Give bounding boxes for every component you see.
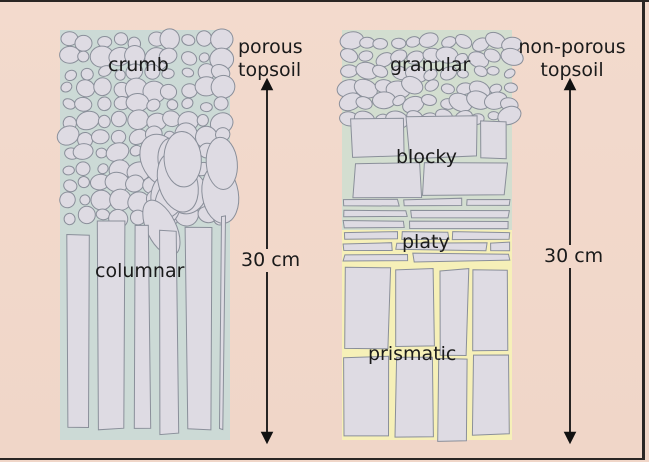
platy-grain (343, 255, 408, 262)
right-soil-type-bottom: topsoil (516, 59, 628, 82)
granular-grain (372, 92, 396, 110)
left-soil-column (54, 28, 243, 440)
platy-grain (343, 199, 399, 206)
platy-grain (344, 210, 408, 216)
crumb-grain (96, 148, 107, 158)
column-grain (134, 225, 150, 428)
crumb-grain (214, 97, 228, 110)
crumb-grain (114, 33, 127, 45)
left-soil-type-bottom: topsoil (238, 59, 300, 82)
prism-grain (344, 356, 389, 436)
granular-grain (391, 38, 406, 49)
prism-grain (345, 267, 391, 349)
column-grain (185, 227, 212, 430)
right-soil-type-top: non-porous (516, 36, 628, 59)
granular-grain (487, 66, 499, 75)
blocky-grain (481, 121, 507, 159)
platy-grain (491, 242, 510, 251)
left-depth-label: 30 cm (239, 249, 302, 272)
platy-grain (404, 198, 462, 206)
prism-grain (473, 270, 508, 351)
layer-label-granular: granular (390, 56, 470, 75)
crumb-grain (98, 37, 112, 48)
column-grain (97, 221, 125, 430)
layer-label-columnar: columnar (95, 262, 184, 281)
platy-grain (343, 243, 392, 251)
platy-grain (452, 232, 509, 240)
crumb-grain (200, 102, 212, 111)
crumb-grain (78, 206, 96, 224)
layer-label-prismatic: prismatic (368, 345, 456, 364)
column-grain (67, 235, 90, 428)
right-depth-label: 30 cm (542, 245, 605, 268)
granular-grain (504, 83, 517, 93)
granular-grain (360, 37, 375, 48)
prism-grain (396, 269, 435, 347)
layer-label-crumb: crumb (108, 56, 169, 75)
prism-grain (472, 355, 509, 435)
crumb-grain (91, 130, 109, 144)
platy-grain (467, 200, 510, 206)
platy-grain (410, 221, 509, 229)
crumb-grain (126, 93, 149, 111)
platy-grain (344, 232, 397, 240)
platy-grain (343, 221, 404, 228)
platy-grain (413, 253, 510, 262)
prism-grain (395, 357, 433, 437)
crumb-grain (159, 28, 179, 49)
layer-label-platy: platy (402, 233, 450, 252)
prism-grain (438, 359, 467, 442)
left-soil-type-top: porous (238, 36, 300, 59)
layer-label-blocky: blocky (396, 148, 457, 167)
granular-grain (373, 39, 388, 50)
crumb-grain (59, 46, 80, 64)
platy-grain (411, 210, 510, 218)
